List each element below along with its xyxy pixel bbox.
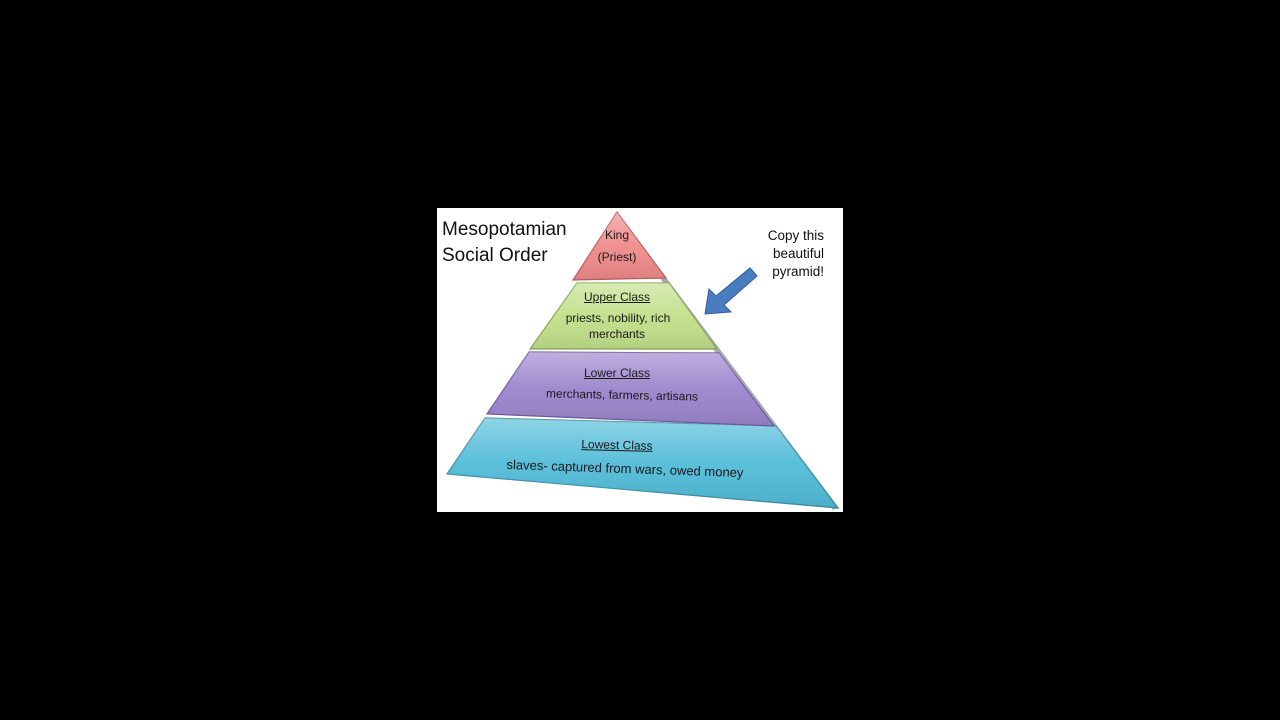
pyramid-diagram xyxy=(445,210,840,510)
king-detail: (Priest) xyxy=(597,250,637,264)
diagram-title-line1: Mesopotamian xyxy=(442,219,567,240)
pointer-arrow xyxy=(704,267,758,315)
note-line3: pyramid! xyxy=(772,264,824,279)
tier-upper-class-shine xyxy=(530,283,717,349)
tier-lower-class-shine xyxy=(487,352,774,426)
pyramid-slide: Mesopotamian Social Order Copy this beau… xyxy=(437,208,843,512)
tier-lowest-class-shine xyxy=(447,418,838,508)
upper-class-heading: Upper Class xyxy=(583,290,651,304)
tier-king-shine xyxy=(573,212,666,280)
upper-class-detail: priests, nobility, rich xyxy=(565,311,671,325)
lowest-class-heading: Lowest Class xyxy=(581,437,653,453)
king-heading: King xyxy=(604,228,630,242)
note-line2: beautiful xyxy=(772,246,824,261)
upper-class-detail-line2: merchants xyxy=(588,327,646,341)
diagram-title-line2: Social Order xyxy=(442,245,548,266)
lower-class-heading: Lower Class xyxy=(583,366,651,380)
note-line1: Copy this xyxy=(767,228,824,243)
